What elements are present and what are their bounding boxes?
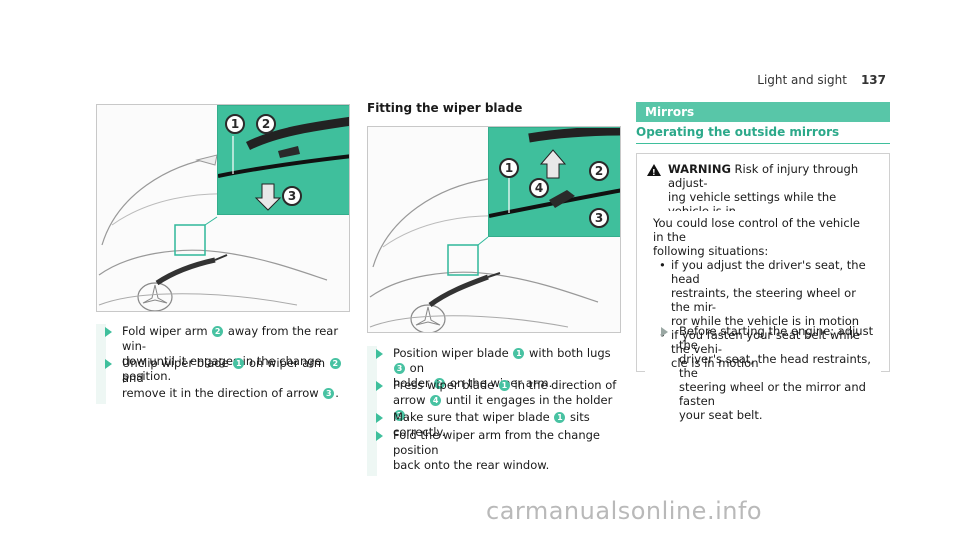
ref-badge: 1: [513, 348, 525, 359]
step-press-wiper-blade: Press wiper blade 1 in the direction of …: [367, 378, 621, 426]
list-item: if you adjust the driver's seat, the hea…: [653, 258, 873, 328]
wiper-blade-detail: [489, 128, 620, 218]
step-arrow-icon: [105, 327, 112, 337]
detail-inset: 1 2 3 4: [488, 127, 620, 237]
step-arrow-icon: [376, 413, 383, 423]
ref-badge: 2: [394, 410, 405, 421]
warning-label: WARNING: [668, 162, 731, 176]
step-unclip-wiper-blade: Unclip wiper blade 1 on wiper arm 2 and …: [96, 356, 350, 404]
callout-badge: 3: [282, 186, 302, 206]
page-number: 137: [860, 73, 886, 87]
detail-inset: 1 2 3: [217, 105, 349, 215]
warning-body: You could lose control of the vehicle in…: [645, 211, 881, 375]
step-adjust-before-starting: Before starting the engine: adjust the d…: [655, 324, 881, 422]
subsection-heading: Operating the outside mirrors: [636, 125, 890, 144]
warning-header: ! WARNING Risk of injury through adjust-…: [637, 154, 889, 232]
ref-badge: 2: [434, 378, 446, 389]
ref-badge: 4: [430, 395, 442, 406]
callout-badge: 2: [256, 114, 276, 134]
ref-badge: 3: [323, 388, 335, 399]
step-arrow-icon: [376, 349, 383, 359]
wiper-arm-detail: [218, 116, 349, 211]
watermark: carmanualsonline.info: [486, 497, 763, 525]
ref-badge: 3: [394, 363, 405, 374]
ref-badge: 2: [212, 326, 224, 337]
step-check-wiper-blade: Make sure that wiper blade 1 sits correc…: [367, 410, 621, 443]
ref-badge: 1: [498, 380, 510, 391]
step-fold-wiper-arm: Fold wiper arm 2 away from the rear win-…: [96, 324, 350, 387]
section-heading-bar: Mirrors: [636, 102, 890, 122]
car-rear-drawing: [369, 178, 599, 332]
callout-badge: 2: [589, 161, 609, 181]
ref-badge: 2: [329, 358, 341, 369]
warning-box: ! WARNING Risk of injury through adjust-…: [636, 153, 890, 422]
step-arrow-icon: [376, 431, 383, 441]
wiper-fitting-illustration: 1 2 3 4: [367, 126, 621, 333]
callout-badge: 1: [499, 158, 519, 178]
warning-triangle-icon: !: [647, 164, 661, 177]
step-arrow-icon: [105, 359, 112, 369]
callout-badge: 4: [529, 178, 549, 198]
ref-badge: 1: [554, 412, 566, 423]
wiper-removal-illustration: 1 2 3: [96, 104, 350, 312]
callout-badge: 1: [225, 114, 245, 134]
page-header: Light and sight 137: [757, 73, 886, 87]
ref-badge: 1: [233, 358, 245, 369]
section-title: Light and sight: [757, 73, 847, 87]
callout-badge: 3: [589, 208, 609, 228]
step-arrow-icon: [661, 327, 668, 337]
fitting-heading: Fitting the wiper blade: [367, 101, 523, 115]
list-item: if you fasten your seat belt while the v…: [653, 328, 873, 370]
step-fold-wiper-arm-back: Fold the wiper arm from the change posit…: [367, 428, 621, 476]
step-arrow-icon: [376, 381, 383, 391]
